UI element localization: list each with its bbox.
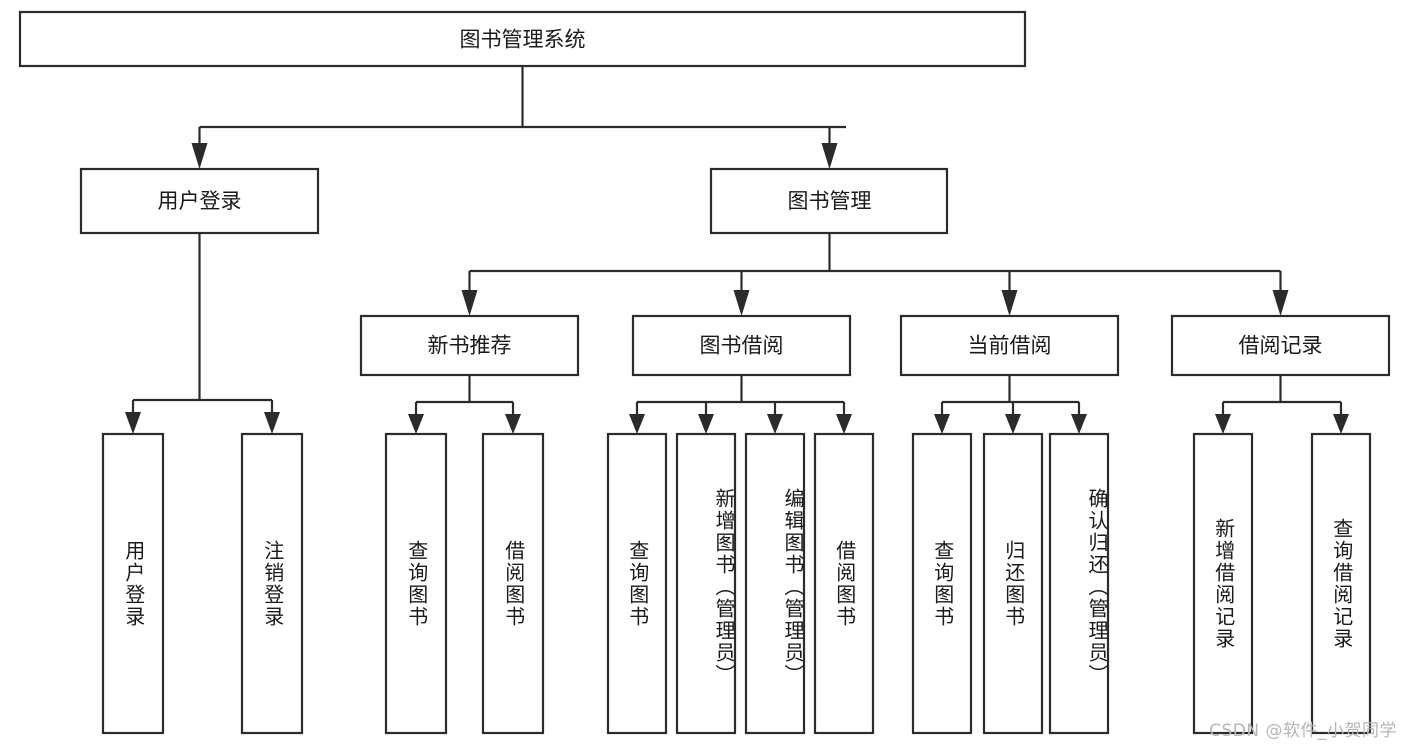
leaf-box-query-book-1[interactable]	[384, 432, 448, 735]
arrow-head-leaf-return-book	[1005, 414, 1021, 434]
node-user-login[interactable]: 用户登录	[79, 167, 320, 235]
node-user-login-label: 用户登录	[158, 189, 242, 213]
node-root-label: 图书管理系统	[460, 28, 586, 52]
arrow-head-leaf-user-logout	[264, 412, 280, 434]
arrow-head-leaf-user-login	[125, 412, 141, 434]
leaf-box-query-book-3[interactable]	[911, 432, 973, 735]
connector-group-book-borrow	[629, 375, 852, 434]
node-book-borrow-label: 图书借阅	[700, 334, 784, 358]
node-new-book-recommend[interactable]: 新书推荐	[359, 314, 580, 377]
node-book-management-box[interactable]	[709, 167, 949, 235]
node-book-management-label: 图书管理	[788, 189, 872, 213]
node-user-login-box[interactable]	[79, 167, 320, 235]
node-root-box[interactable]	[18, 10, 1027, 68]
arrow-head-leaf-edit-book-admin	[767, 414, 783, 434]
arrow-head-leaf-confirm-return-admin	[1071, 414, 1087, 434]
arrow-head-leaf-borrow-book-2	[836, 414, 852, 434]
connector-group-borrow-record	[1215, 375, 1349, 434]
arrow-head-leaf-borrow-book-1	[505, 414, 521, 434]
leaf-box-add-borrow-record[interactable]	[1192, 432, 1254, 735]
node-book-borrow[interactable]: 图书借阅	[631, 314, 852, 377]
leaf-box-query-borrow-record[interactable]	[1310, 432, 1372, 735]
node-book-borrow-box[interactable]	[631, 314, 852, 377]
connector-group-new-book-recommend	[408, 375, 521, 434]
node-new-book-recommend-label: 新书推荐	[428, 334, 512, 358]
leaf-box-user-logout[interactable]	[240, 432, 304, 735]
leaf-box-query-book-2[interactable]	[606, 432, 668, 735]
node-current-borrow-box[interactable]	[899, 314, 1120, 377]
node-current-borrow[interactable]: 当前借阅	[899, 314, 1120, 377]
watermark-text: CSDN @软件_小贺同学	[1209, 721, 1397, 741]
node-borrow-record[interactable]: 借阅记录	[1170, 314, 1391, 377]
leaf-box-edit-book-admin[interactable]	[744, 432, 806, 735]
node-root[interactable]: 图书管理系统	[18, 10, 1027, 68]
leaf-box-borrow-book-2[interactable]	[813, 432, 875, 735]
connector-group-book-management	[461, 233, 1289, 316]
arrow-head-leaf-query-book-2	[629, 414, 645, 434]
leaf-box-group	[101, 432, 1372, 735]
arrow-head-leaf-add-borrow-record	[1215, 414, 1231, 434]
node-borrow-record-box[interactable]	[1170, 314, 1391, 377]
arrow-head-book-borrow	[733, 290, 750, 316]
node-current-borrow-label: 当前借阅	[968, 334, 1052, 358]
arrow-head-current-borrow	[1001, 290, 1018, 316]
arrow-head-leaf-query-borrow-record	[1333, 414, 1349, 434]
leaf-box-add-book-admin[interactable]	[675, 432, 737, 735]
arrow-head-leaf-query-book-3	[934, 414, 950, 434]
arrow-head-leaf-query-book-1	[408, 414, 424, 434]
leaf-box-user-login[interactable]	[101, 432, 165, 735]
arrow-head-user-login	[191, 143, 208, 169]
leaf-box-borrow-book-1[interactable]	[481, 432, 545, 735]
connector-group-root	[191, 66, 846, 169]
arrow-head-book-management	[821, 143, 838, 169]
arrow-head-borrow-record	[1272, 290, 1289, 316]
node-book-management[interactable]: 图书管理	[709, 167, 949, 235]
node-borrow-record-label: 借阅记录	[1239, 334, 1323, 358]
leaf-box-confirm-return-admin[interactable]	[1048, 432, 1110, 735]
connector-group-current-borrow	[934, 375, 1087, 434]
connector-group-user-login	[125, 233, 280, 434]
arrow-head-leaf-add-book-admin	[698, 414, 714, 434]
arrow-head-new-book-recommend	[461, 290, 478, 316]
leaf-box-return-book[interactable]	[982, 432, 1044, 735]
node-new-book-recommend-box[interactable]	[359, 314, 580, 377]
